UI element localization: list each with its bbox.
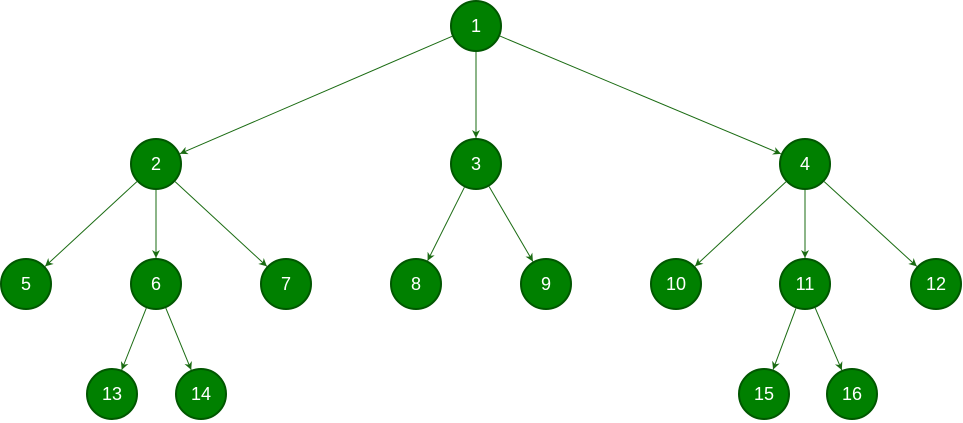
node-7: 7 xyxy=(260,258,312,310)
node-5: 5 xyxy=(0,258,52,310)
node-label: 16 xyxy=(842,384,862,404)
node-label: 6 xyxy=(151,274,161,294)
node-1: 1 xyxy=(450,0,502,52)
node-label: 8 xyxy=(411,274,421,294)
node-label: 9 xyxy=(541,274,551,294)
node-label: 4 xyxy=(800,154,810,174)
node-circle xyxy=(0,258,52,310)
edge-1-4 xyxy=(499,35,782,155)
node-circle xyxy=(650,258,702,310)
node-label: 3 xyxy=(471,154,481,174)
edge-1-2 xyxy=(179,35,453,155)
node-circle xyxy=(260,258,312,310)
node-14: 14 xyxy=(175,368,227,420)
edge-2-7 xyxy=(174,181,268,267)
node-circle xyxy=(86,368,138,420)
node-4: 4 xyxy=(779,138,831,190)
node-circle xyxy=(130,138,182,190)
node-label: 13 xyxy=(102,384,122,404)
node-circle xyxy=(450,0,502,52)
node-label: 5 xyxy=(21,274,31,294)
node-circle xyxy=(779,258,831,310)
node-3: 3 xyxy=(450,138,502,190)
node-circle xyxy=(779,138,831,190)
edge-4-10 xyxy=(694,181,787,267)
node-label: 7 xyxy=(281,274,291,294)
node-2: 2 xyxy=(130,138,182,190)
node-circle xyxy=(130,258,182,310)
node-label: 14 xyxy=(191,384,211,404)
edge-11-16 xyxy=(814,307,843,371)
node-12: 12 xyxy=(910,258,962,310)
node-label: 12 xyxy=(926,274,946,294)
edge-4-12 xyxy=(823,181,918,267)
node-circle xyxy=(520,258,572,310)
node-label: 15 xyxy=(754,384,774,404)
node-circle xyxy=(450,138,502,190)
node-label: 11 xyxy=(796,274,815,294)
node-label: 1 xyxy=(471,16,481,36)
edge-2-5 xyxy=(44,181,138,267)
node-11: 11 xyxy=(779,258,831,310)
node-13: 13 xyxy=(86,368,138,420)
node-circle xyxy=(390,258,442,310)
node-label: 2 xyxy=(151,154,161,174)
edge-3-9 xyxy=(488,186,534,262)
edges xyxy=(44,35,918,371)
node-circle xyxy=(826,368,878,420)
node-6: 6 xyxy=(130,258,182,310)
node-9: 9 xyxy=(520,258,572,310)
edge-3-8 xyxy=(427,187,465,261)
node-label: 10 xyxy=(666,274,686,294)
edge-11-15 xyxy=(772,308,797,370)
node-16: 16 xyxy=(826,368,878,420)
node-circle xyxy=(738,368,790,420)
edge-6-13 xyxy=(120,307,147,371)
edge-6-14 xyxy=(165,307,192,371)
node-15: 15 xyxy=(738,368,790,420)
node-circle xyxy=(175,368,227,420)
node-circle xyxy=(910,258,962,310)
node-10: 10 xyxy=(650,258,702,310)
node-8: 8 xyxy=(390,258,442,310)
